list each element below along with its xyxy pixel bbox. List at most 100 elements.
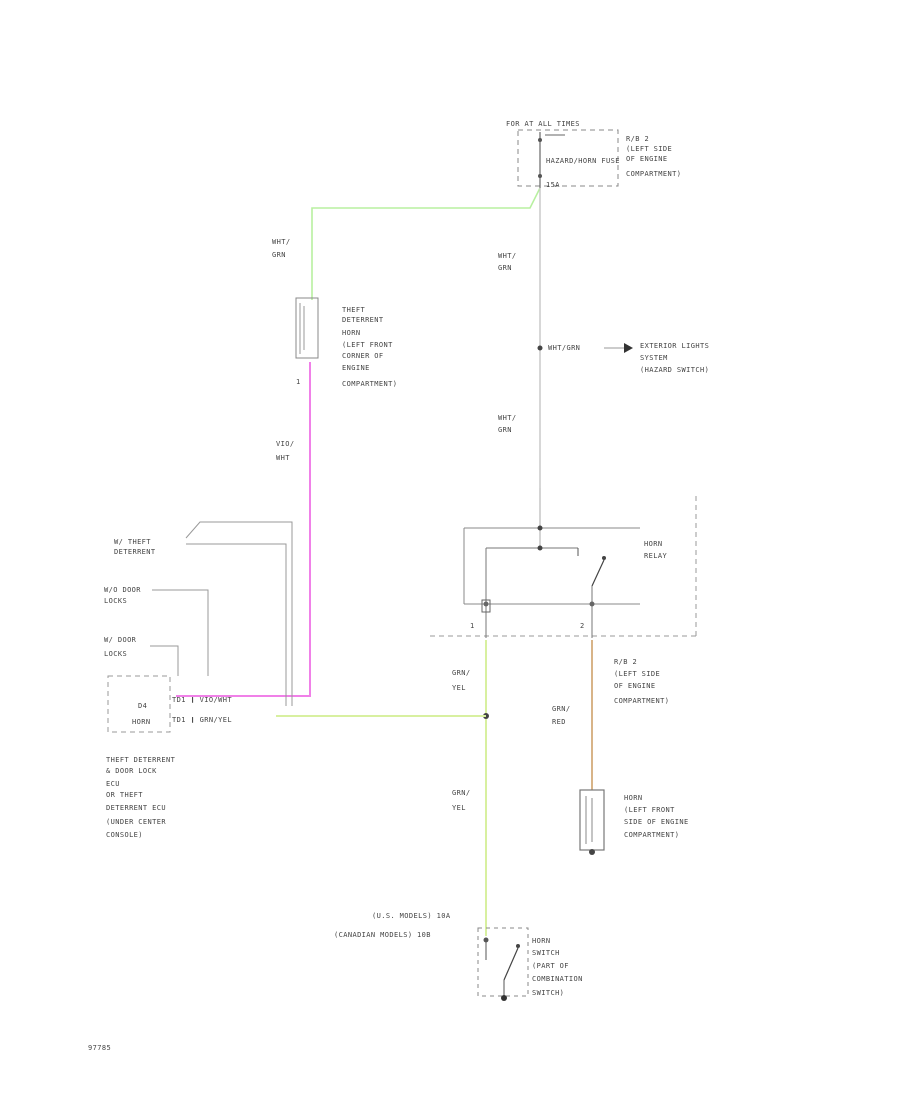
- ecu-input-wo-door-line: [152, 589, 209, 676]
- ecu-input-wo-door-2: LOCKS: [104, 597, 127, 605]
- relay-pin-left: 1: [470, 622, 475, 630]
- horn-switch-label-4: COMBINATION: [532, 975, 583, 983]
- horn-ground-node: [589, 849, 595, 855]
- horn-switch-label-2: SWITCH: [532, 949, 560, 957]
- fuse-terminal-top: [538, 138, 542, 142]
- rb2-label-4: COMPARTMENT): [614, 697, 669, 705]
- fuse-box-label-4: COMPARTMENT): [626, 170, 681, 178]
- horn-switch-us-models: (U.S. MODELS) 10A: [372, 912, 451, 920]
- ecu-label-6: (UNDER CENTER: [106, 818, 166, 826]
- fuse-box-label-2: (LEFT SIDE: [626, 145, 672, 153]
- horn-switch: (U.S. MODELS) 10A (CANADIAN MODELS) 10B …: [334, 912, 583, 1001]
- fuse-name: HAZARD/HORN FUSE: [546, 157, 620, 165]
- relay-contact-point: [602, 556, 606, 560]
- relay-pin1-node: [483, 601, 489, 607]
- fuse-rating: 15A: [546, 181, 560, 189]
- theft-horn-pin: 1: [296, 378, 301, 386]
- ecu-input-theft-2: DETERRENT: [114, 548, 156, 556]
- ecu-input-w-door-2: LOCKS: [104, 650, 127, 658]
- horn-switch-blade: [503, 947, 519, 981]
- rb2-label-3: OF ENGINE: [614, 682, 656, 690]
- page-code: 97785: [88, 1044, 111, 1052]
- ecu-label-5: DETERRENT ECU: [106, 804, 166, 812]
- horn-relay: 1 2 HORN RELAY R/B 2 (LEFT SIDE OF ENGIN…: [430, 488, 697, 705]
- wire-label-wht-grn-1a: WHT/: [272, 238, 290, 246]
- horn: HORN (LEFT FRONT SIDE OF ENGINE COMPARTM…: [579, 789, 689, 855]
- ecu-connector: D4: [138, 702, 147, 710]
- horn-symbol: [585, 796, 593, 844]
- rb2-label-2: (LEFT SIDE: [614, 670, 660, 678]
- relay-feed-node: [537, 525, 543, 531]
- ecu-sub-label: HORN: [132, 718, 150, 726]
- theft-horn-body: [295, 297, 319, 359]
- horn-label-2: (LEFT FRONT: [624, 806, 675, 814]
- arrow-right-icon: [624, 343, 633, 353]
- fuse-block: FOR AT ALL TIMES HAZARD/HORN FUSE 15A R/…: [506, 120, 681, 189]
- wire-label-grn-red-b: RED: [552, 718, 566, 726]
- theft-deterrent-ecu: W/ THEFT DETERRENT W/O DOOR LOCKS W/ DOO…: [104, 521, 293, 839]
- ecu-label-3: ECU: [106, 780, 120, 788]
- ecu-label-4: OR THEFT: [106, 791, 143, 799]
- ecu-pin-2: TD1 ❙ GRN/YEL: [172, 716, 232, 724]
- horn-switch-box: [477, 927, 529, 997]
- ecu-input-theft-1: W/ THEFT: [114, 538, 151, 546]
- wire-label-wht-grn-1b: GRN: [272, 251, 286, 259]
- wire-label-grn-yel-2b: YEL: [452, 804, 466, 812]
- horn-switch-label-3: (PART OF: [532, 962, 569, 970]
- ecu-input-w-door-line: [150, 645, 179, 676]
- relay-contact-blade: [591, 559, 605, 587]
- theft-horn-label-3: HORN: [342, 329, 360, 337]
- ecu-label-2: & DOOR LOCK: [106, 767, 157, 775]
- fuse-terminal-bottom: [538, 174, 542, 178]
- fuse-title: FOR AT ALL TIMES: [506, 120, 580, 128]
- fuse-box-label-1: R/B 2: [626, 135, 649, 143]
- exterior-lights-label-3: (HAZARD SWITCH): [640, 366, 709, 374]
- wire-label-wht-grn-3a: WHT/: [498, 414, 516, 422]
- horn-label-1: HORN: [624, 794, 642, 802]
- theft-horn-label-1: THEFT: [342, 306, 365, 314]
- horn-switch-label-1: HORN: [532, 937, 550, 945]
- relay-pin-right: 2: [580, 622, 585, 630]
- ecu-pin-1: TD1 ❙ VIO/WHT: [172, 696, 232, 704]
- relay-coil-node: [537, 545, 543, 551]
- wire-label-vio-wht-b: WHT: [276, 454, 290, 462]
- fuse-box-outline: [517, 129, 619, 187]
- relay-label-2: RELAY: [644, 552, 667, 560]
- theft-horn-label-2: DETERRENT: [342, 316, 384, 324]
- horn-switch-label-5: SWITCH): [532, 989, 564, 997]
- splice-wire-label: WHT/GRN: [548, 344, 580, 352]
- horn-switch-contact: [516, 944, 520, 948]
- horn-label-4: COMPARTMENT): [624, 831, 679, 839]
- ecu-label-7: CONSOLE): [106, 831, 143, 839]
- wire-label-wht-grn-2b: GRN: [498, 264, 512, 272]
- wire-label-grn-yel-1b: YEL: [452, 684, 466, 692]
- wire-label-grn-yel-2a: GRN/: [452, 789, 470, 797]
- wire-wht-grn-theft-horn: [311, 187, 541, 300]
- ecu-input-w-door-1: W/ DOOR: [104, 636, 137, 644]
- rb2-label-1: R/B 2: [614, 658, 637, 666]
- theft-horn-symbol: [299, 303, 305, 354]
- wire-vio-wht: [176, 362, 311, 697]
- splice-point: [537, 345, 543, 351]
- horn-switch-canadian-models: (CANADIAN MODELS) 10B: [334, 931, 431, 939]
- wire-label-grn-yel-1a: GRN/: [452, 669, 470, 677]
- fuse-box-label-3: OF ENGINE: [626, 155, 668, 163]
- theft-horn-label-6: ENGINE: [342, 364, 370, 372]
- ecu-input-wo-door-1: W/O DOOR: [104, 586, 141, 594]
- ecu-input-theft-line-outer: [185, 521, 293, 706]
- horn-switch-ground-node: [501, 995, 507, 1001]
- relay-label-1: HORN: [644, 540, 662, 548]
- exterior-lights-label-2: SYSTEM: [640, 354, 668, 362]
- wire-label-grn-red-a: GRN/: [552, 705, 570, 713]
- ecu-box-outline: [107, 675, 171, 733]
- theft-horn-label-7: COMPARTMENT): [342, 380, 397, 388]
- relay-coil-symbol: [481, 599, 491, 613]
- horn-label-3: SIDE OF ENGINE: [624, 818, 689, 826]
- wire-label-wht-grn-2a: WHT/: [498, 252, 516, 260]
- ecu-label-1: THEFT DETERRENT: [106, 756, 176, 764]
- ecu-input-theft-line-inner: [186, 543, 287, 706]
- wire-label-vio-wht-a: VIO/: [276, 440, 294, 448]
- exterior-lights-label-1: EXTERIOR LIGHTS: [640, 342, 709, 350]
- theft-horn-label-5: CORNER OF: [342, 352, 384, 360]
